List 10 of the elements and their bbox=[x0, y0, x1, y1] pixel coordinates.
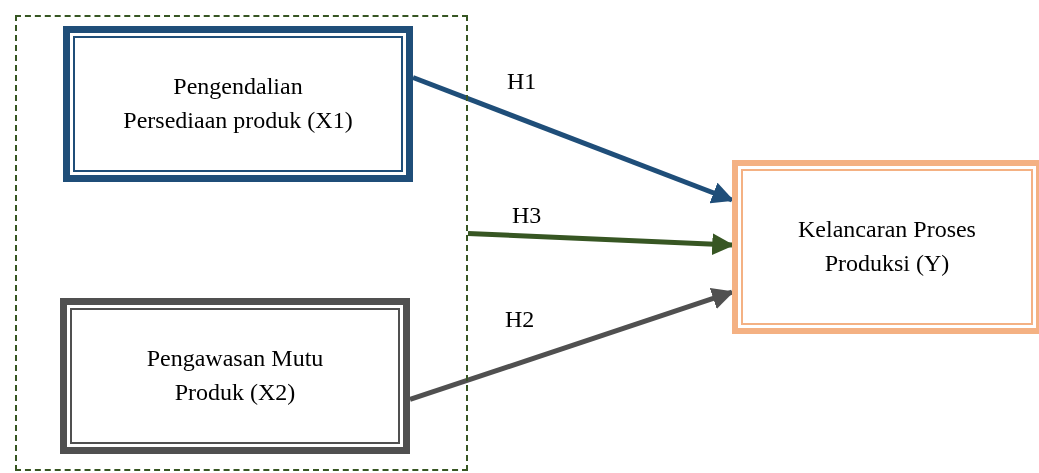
variable-label: Pengendalian Persediaan produk (X1) bbox=[123, 72, 353, 135]
arrow bbox=[409, 288, 735, 402]
arrow bbox=[412, 75, 735, 204]
variable-label: Pengawasan Mutu Produk (X2) bbox=[145, 344, 325, 407]
variable-box bbox=[60, 298, 410, 454]
variable-label: Kelancaran Proses Produksi (Y) bbox=[797, 215, 977, 278]
variable-box bbox=[732, 160, 1039, 334]
variable-box bbox=[63, 26, 413, 182]
arrow bbox=[467, 230, 735, 256]
dashed-group-box bbox=[15, 15, 468, 471]
